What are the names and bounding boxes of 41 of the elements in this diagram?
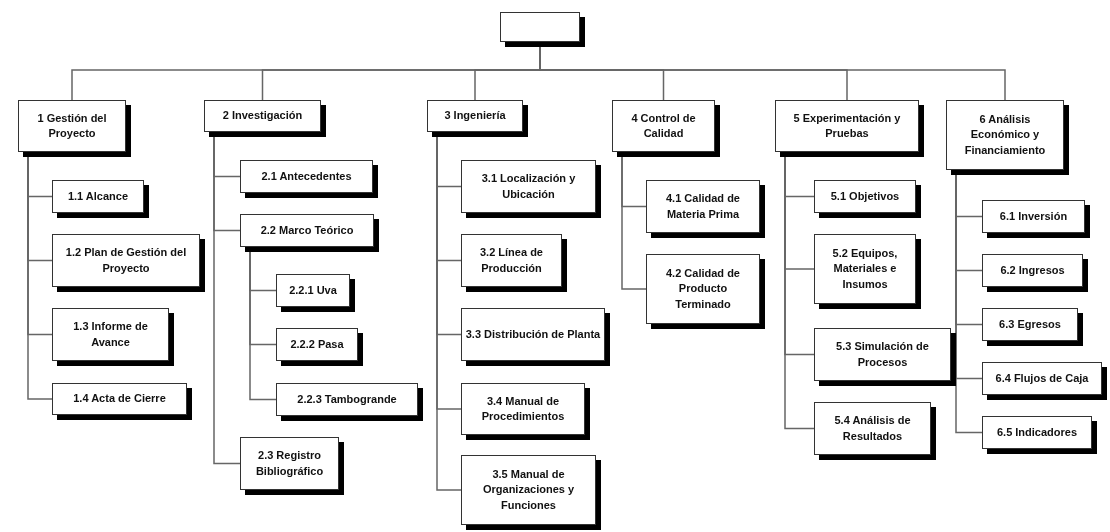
wbs-box: 6.4 Flujos de Caja: [982, 362, 1107, 400]
wbs-box: 5.2 Equipos, Materiales e Insumos: [814, 234, 921, 309]
connector-line: [27, 156, 53, 400]
wbs-box: 1 Gestión del Proyecto: [18, 100, 131, 157]
wbs-box: 1.4 Acta de Cierre: [52, 383, 192, 420]
wbs-box: 4.2 Calidad de Producto Terminado: [646, 254, 765, 329]
wbs-box: 2.2.1 Uva: [276, 274, 355, 312]
wbs-box: 3.4 Manual de Procedimientos: [461, 383, 590, 440]
wbs-box: 3.5 Manual de Organizaciones y Funciones: [461, 455, 601, 530]
wbs-box: 2.2.3 Tambogrande: [276, 383, 423, 421]
wbs-box: 2.2 Marco Teórico: [240, 214, 379, 252]
connector-line: [436, 136, 462, 491]
wbs-box: 3 Ingeniería: [427, 100, 528, 137]
wbs-box: 2.1 Antecedentes: [240, 160, 378, 198]
wbs-box: 5.4 Análisis de Resultados: [814, 402, 936, 460]
wbs-box: 2.3 Registro Bibliográfico: [240, 437, 344, 495]
wbs-box: 3.3 Distribución de Planta: [461, 308, 610, 366]
wbs-box: 4.1 Calidad de Materia Prima: [646, 180, 765, 238]
wbs-box: 3.1 Localización y Ubicación: [461, 160, 601, 218]
wbs-box: 4 Control de Calidad: [612, 100, 720, 157]
wbs-box: 2 Investigación: [204, 100, 326, 137]
wbs-box: 6.5 Indicadores: [982, 416, 1097, 454]
connector-line: [249, 251, 277, 401]
wbs-box: 1.1 Alcance: [52, 180, 149, 218]
wbs-box: 2.2.2 Pasa: [276, 328, 363, 366]
connector-line: [784, 156, 815, 430]
wbs-box: 3.2 Línea de Producción: [461, 234, 567, 292]
connector-line: [621, 156, 647, 290]
wbs-box: 6.1 Inversión: [982, 200, 1090, 238]
wbs-box: 6.2 Ingresos: [982, 254, 1088, 292]
wbs-box: 1.2 Plan de Gestión del Proyecto: [52, 234, 205, 292]
connector-line: [213, 136, 241, 465]
connector-line: [539, 46, 1006, 101]
wbs-box: 5 Experimentación y Pruebas: [775, 100, 924, 157]
wbs-box: 1.3 Informe de Avance: [52, 308, 174, 366]
empty-box: [500, 12, 585, 47]
wbs-box: 5.1 Objetivos: [814, 180, 921, 218]
connector-line: [955, 174, 983, 434]
wbs-box: 6 Análisis Económico y Financiamiento: [946, 100, 1069, 175]
wbs-box: 6.3 Egresos: [982, 308, 1083, 346]
wbs-box: 5.3 Simulación de Procesos: [814, 328, 956, 386]
